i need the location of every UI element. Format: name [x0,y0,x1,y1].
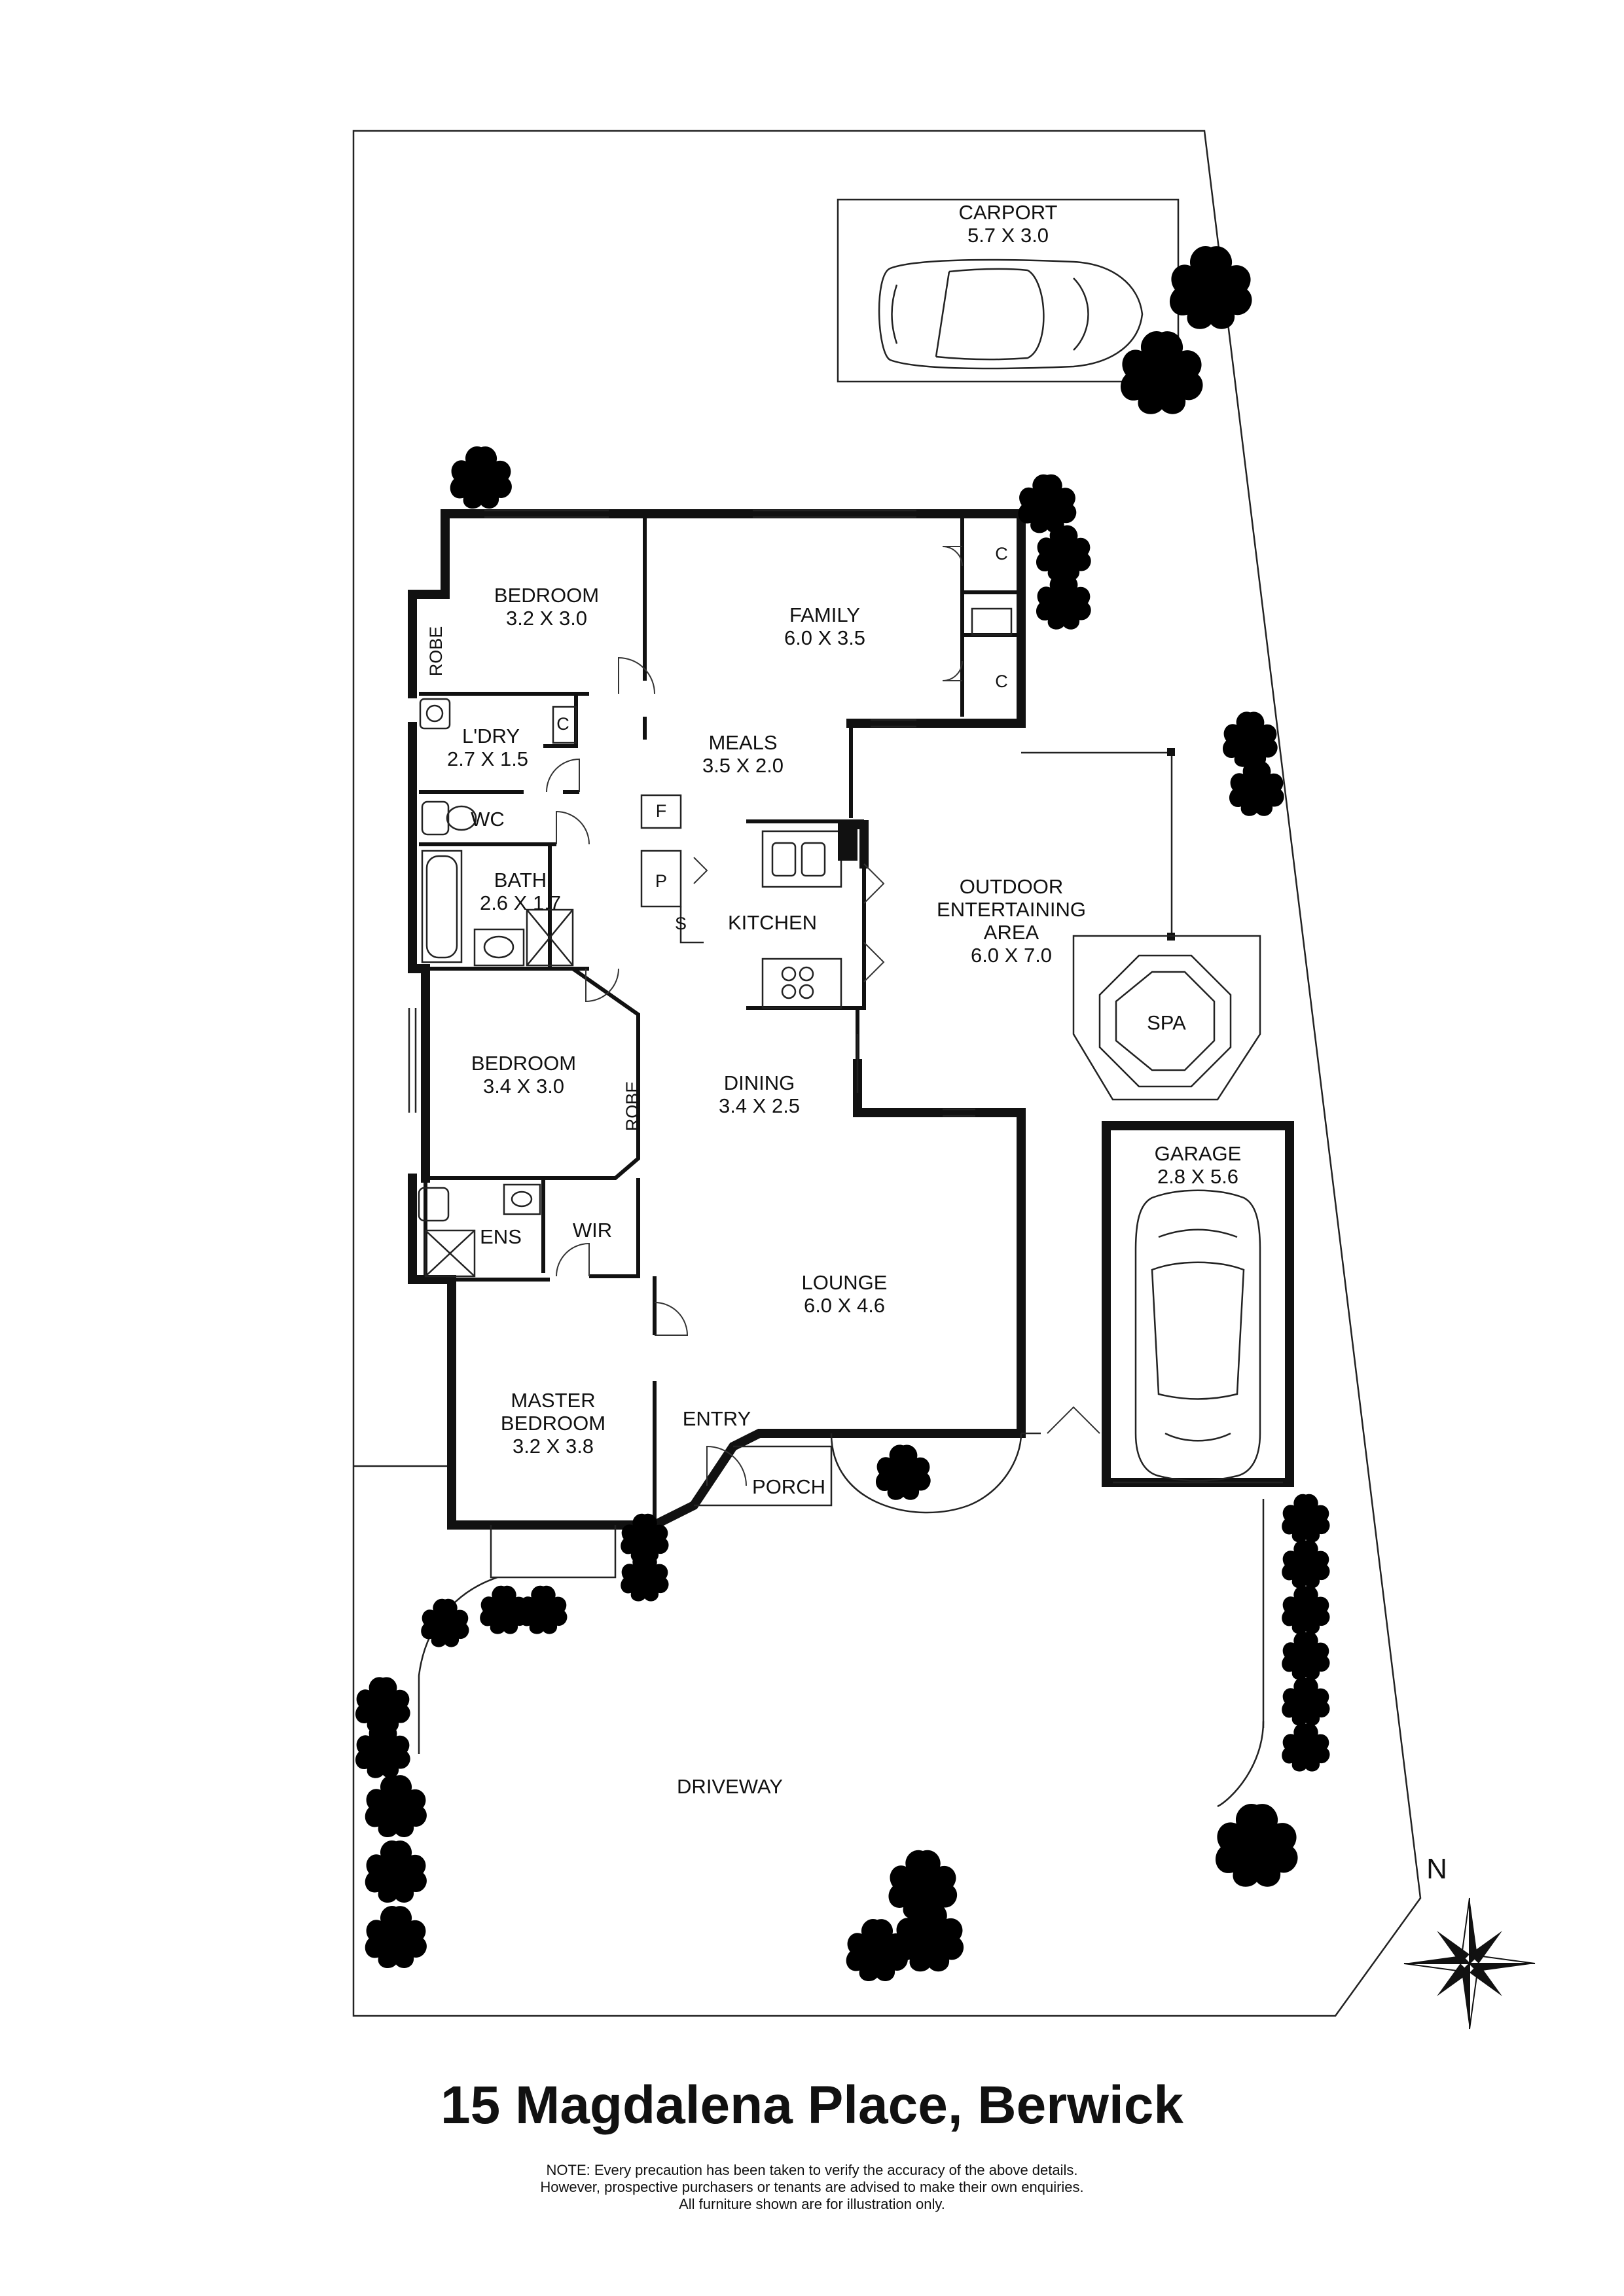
note-line-1: NOTE: Every precaution has been taken to… [546,2162,1078,2178]
outdoor-line2: ENTERTAINING [937,898,1086,921]
bedroom-2-size: 3.4 X 3.0 [483,1075,564,1098]
carport-size: 5.7 X 3.0 [967,224,1049,247]
compass-icon [1403,1897,1536,2030]
cupboard-label-1: C [995,544,1008,564]
lounge-name: LOUNGE [802,1271,888,1294]
family-name: FAMILY [789,603,860,626]
room-labels: BEDROOM 3.2 X 3.0 ROBE FAMILY 6.0 X 3.5 … [426,544,1241,1798]
bath-size: 2.6 X 1.7 [480,891,561,914]
disclaimer-note: NOTE: Every precaution has been taken to… [0,2162,1624,2213]
note-line-2: However, prospective purchasers or tenan… [540,2179,1084,2195]
note-line-3: All furniture shown are for illustration… [679,2196,945,2212]
garage-size: 2.8 X 5.6 [1157,1165,1238,1188]
bath-name: BATH [494,869,547,891]
master-line1: MASTER [511,1389,595,1412]
outdoor-size: 6.0 X 7.0 [971,944,1052,967]
dining-name: DINING [724,1071,795,1094]
master-size: 3.2 X 3.8 [513,1435,594,1458]
family-size: 6.0 X 3.5 [784,626,865,649]
ensuite-name: ENS [480,1225,522,1248]
laundry-name: L'DRY [462,725,520,747]
windows [408,509,975,1117]
storage-label: S [675,914,687,933]
laundry-size: 2.7 X 1.5 [447,747,528,770]
meals-name: MEALS [708,731,777,754]
outdoor-line3: AREA [984,921,1039,944]
garage-name: GARAGE [1155,1142,1242,1165]
compass-label: N [1426,1853,1447,1885]
meals-size: 3.5 X 2.0 [702,754,784,777]
lot-boundary [352,130,1422,2017]
property-address: 15 Magdalena Place, Berwick [441,2075,1183,2135]
fridge-label: F [656,801,667,821]
cupboard-label-2: C [995,672,1008,691]
bedroom-2-name: BEDROOM [471,1052,576,1075]
wc-name: WC [471,808,505,831]
master-line2: BEDROOM [501,1412,605,1435]
robe-label-1: ROBE [426,626,446,677]
robe-label-2: ROBE [623,1081,642,1132]
fixtures [418,607,1013,1278]
doors [546,546,1100,1486]
bedroom-1-name: BEDROOM [494,584,599,607]
kitchen-name: KITCHEN [728,911,817,934]
wir-name: WIR [573,1219,612,1242]
dining-size: 3.4 X 2.5 [719,1094,800,1117]
outdoor-line1: OUTDOOR [960,875,1063,898]
interior-walls [419,514,1021,1525]
driveway-name: DRIVEWAY [677,1775,783,1798]
spa-name: SPA [1147,1011,1186,1034]
garage-car-icon [1134,1189,1261,1482]
carport-car-icon [878,259,1144,370]
trees [355,246,1330,1982]
cupboard-label-3: C [556,714,569,734]
bedroom-1-size: 3.2 X 3.0 [506,607,587,630]
pantry-label: P [655,871,667,891]
carport-name: CARPORT [958,201,1057,224]
lounge-size: 6.0 X 4.6 [804,1294,885,1317]
porch-name: PORCH [752,1475,825,1498]
entry-name: ENTRY [683,1407,751,1430]
